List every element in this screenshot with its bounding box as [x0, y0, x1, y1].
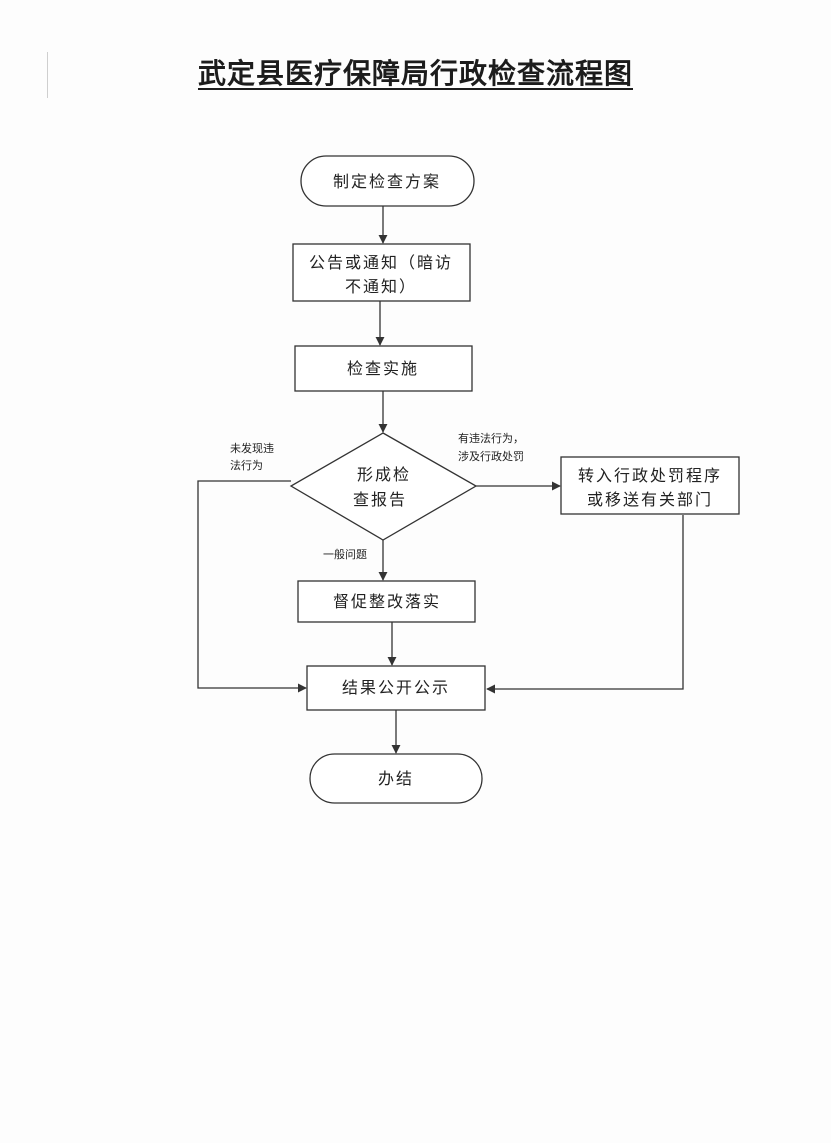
node-start-label: 制定检查方案 [333, 172, 441, 191]
node-implement-label: 检查实施 [347, 359, 419, 378]
node-start: 制定检查方案 [300, 155, 475, 207]
node-rectify: 督促整改落实 [297, 580, 476, 623]
node-notice: 公告或通知（暗访 不通知） [292, 243, 471, 302]
node-transfer-label-1: 转入行政处罚程序 [578, 466, 722, 485]
node-publicize-label: 结果公开公示 [342, 678, 450, 697]
node-publicize: 结果公开公示 [306, 665, 486, 711]
edge-label-no-violation-2: 法行为 [230, 458, 263, 472]
node-transfer-label-2: 或移送有关部门 [587, 490, 713, 509]
node-report-label-1: 形成检 [357, 465, 411, 484]
node-implement: 检查实施 [294, 345, 473, 392]
node-report-label-2: 查报告 [353, 490, 407, 509]
page-title: 武定县医疗保障局行政检查流程图 [197, 57, 633, 90]
node-transfer: 转入行政处罚程序 或移送有关部门 [560, 456, 740, 515]
node-report: 形成检 查报告 [289, 432, 478, 541]
node-notice-label-1: 公告或通知（暗访 [309, 253, 453, 272]
edge-label-violation-2: 涉及行政处罚 [458, 449, 524, 463]
node-end: 办结 [309, 753, 483, 804]
edge-transfer-to-publicize [486, 515, 684, 694]
margin-mark [47, 52, 48, 98]
edge-label-no-violation-1: 未发现违 [230, 441, 274, 455]
edge-report-to-publicize-left [197, 480, 307, 693]
edge-label-violation-1: 有违法行为， [458, 431, 524, 445]
node-rectify-label: 督促整改落实 [333, 592, 441, 611]
node-end-label: 办结 [378, 769, 414, 788]
edge-label-general: 一般问题 [323, 548, 367, 561]
node-notice-label-2: 不通知） [345, 277, 417, 296]
